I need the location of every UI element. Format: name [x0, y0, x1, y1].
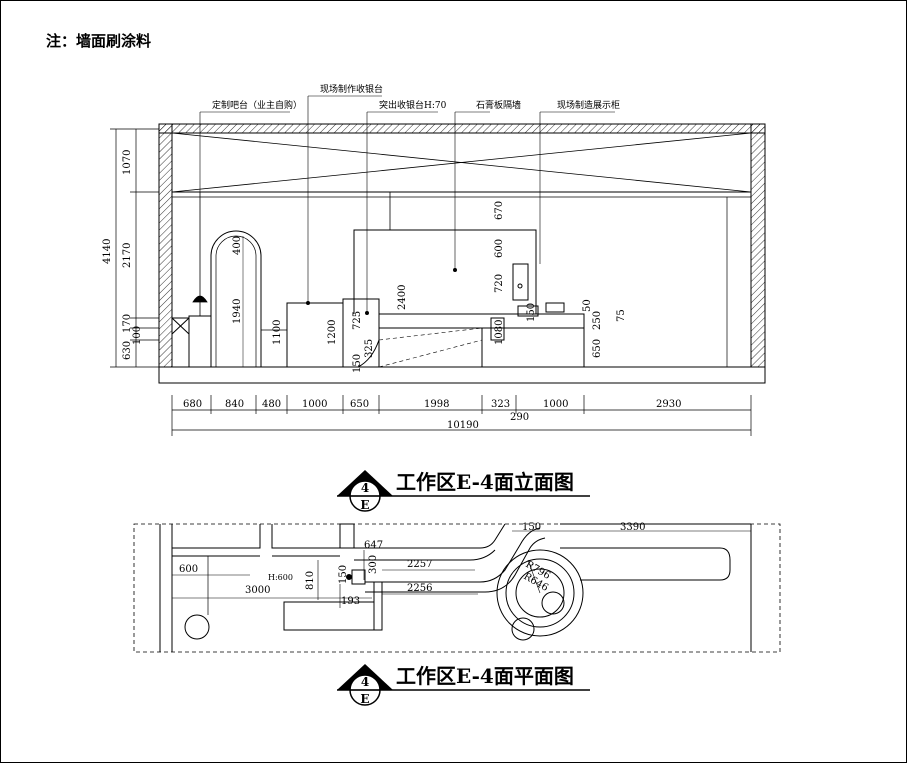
svg-text:725: 725 — [352, 311, 363, 330]
svg-text:840: 840 — [225, 399, 244, 410]
callout-protruding-cashier: 突出收银台H:70 — [379, 99, 447, 111]
svg-text:630: 630 — [122, 341, 133, 360]
svg-text:647: 647 — [364, 540, 383, 551]
section-letter: E — [360, 498, 369, 512]
svg-text:150: 150 — [338, 565, 349, 584]
svg-text:1000: 1000 — [302, 399, 327, 410]
svg-text:H:600: H:600 — [268, 573, 293, 582]
svg-text:250: 250 — [592, 311, 603, 330]
svg-text:600: 600 — [179, 564, 198, 575]
svg-text:810: 810 — [305, 571, 316, 590]
plan-view — [133, 523, 781, 653]
callout-bar-counter: 定制吧台（业主自购） — [212, 99, 302, 111]
svg-text:193: 193 — [341, 596, 360, 607]
callout-cashier: 现场制作收银台 — [320, 83, 383, 95]
svg-text:2170: 2170 — [122, 243, 133, 268]
svg-text:400: 400 — [232, 236, 243, 255]
cashier-counter — [342, 298, 380, 368]
svg-text:650: 650 — [350, 399, 369, 410]
gypsum-partition — [353, 229, 537, 314]
floor-slab — [158, 366, 766, 384]
svg-text:150: 150 — [352, 354, 363, 373]
elevation-title-block: 4 E 工作区E-4面立面图 — [337, 470, 590, 512]
section-number: 4 — [361, 675, 369, 689]
svg-text:50: 50 — [582, 299, 593, 312]
svg-text:1000: 1000 — [543, 399, 568, 410]
svg-text:1070: 1070 — [122, 150, 133, 175]
svg-text:323: 323 — [491, 399, 510, 410]
svg-text:4140: 4140 — [102, 239, 113, 264]
svg-text:150: 150 — [522, 522, 541, 533]
protruding-cashier — [378, 313, 585, 329]
plan-title: 工作区E-4面平面图 — [396, 664, 574, 688]
wall-paint-note: 注：墙面刷涂料 — [46, 32, 152, 50]
svg-text:1998: 1998 — [424, 399, 449, 410]
svg-text:3390: 3390 — [620, 522, 645, 533]
svg-text:1080: 1080 — [494, 320, 505, 345]
svg-text:720: 720 — [494, 274, 505, 293]
arched-niche — [210, 230, 262, 367]
svg-text:1100: 1100 — [272, 320, 283, 345]
left-wall — [158, 123, 173, 384]
svg-text:170: 170 — [122, 314, 133, 333]
plan-title-block: 4 E 工作区E-4面平面图 — [337, 664, 590, 706]
svg-text:680: 680 — [183, 399, 202, 410]
elevation-title: 工作区E-4面立面图 — [396, 470, 574, 494]
bar-counter-body — [188, 315, 212, 368]
elevation-dimensions: 1070 2170 4140 170 100 630 400 1940 1100… — [102, 150, 681, 431]
callout-display-cabinet: 现场制造展示柜 — [557, 99, 620, 111]
svg-text:10190: 10190 — [447, 420, 479, 431]
svg-text:1940: 1940 — [232, 299, 243, 324]
svg-text:290: 290 — [510, 412, 529, 423]
svg-text:100: 100 — [132, 326, 143, 345]
svg-text:2400: 2400 — [397, 285, 408, 310]
svg-text:300: 300 — [368, 555, 379, 574]
right-wall — [750, 123, 766, 384]
pendant-lamp — [192, 295, 208, 303]
round-display — [496, 549, 584, 637]
svg-text:150: 150 — [526, 303, 537, 322]
svg-text:650: 650 — [592, 339, 603, 358]
svg-text:2256: 2256 — [407, 583, 432, 594]
plan-cashier — [354, 523, 506, 549]
plan-boundary — [133, 523, 781, 653]
svg-text:325: 325 — [364, 339, 375, 358]
svg-text:600: 600 — [494, 239, 505, 258]
section-letter: E — [360, 692, 369, 706]
section-number: 4 — [361, 481, 369, 495]
svg-text:670: 670 — [494, 201, 505, 220]
elevation-view — [110, 95, 766, 436]
ceiling-slab — [158, 123, 766, 134]
svg-text:1200: 1200 — [327, 320, 338, 345]
callout-gypsum: 石膏板隔墙 — [476, 99, 521, 111]
svg-text:75: 75 — [616, 309, 627, 322]
display-cabinet — [512, 263, 529, 301]
callout-labels: 定制吧台（业主自购） 现场制作收银台 突出收银台H:70 石膏板隔墙 现场制造展… — [212, 83, 620, 111]
svg-text:2930: 2930 — [656, 399, 681, 410]
svg-text:2257: 2257 — [407, 559, 432, 570]
svg-text:480: 480 — [262, 399, 281, 410]
svg-text:3000: 3000 — [245, 585, 270, 596]
